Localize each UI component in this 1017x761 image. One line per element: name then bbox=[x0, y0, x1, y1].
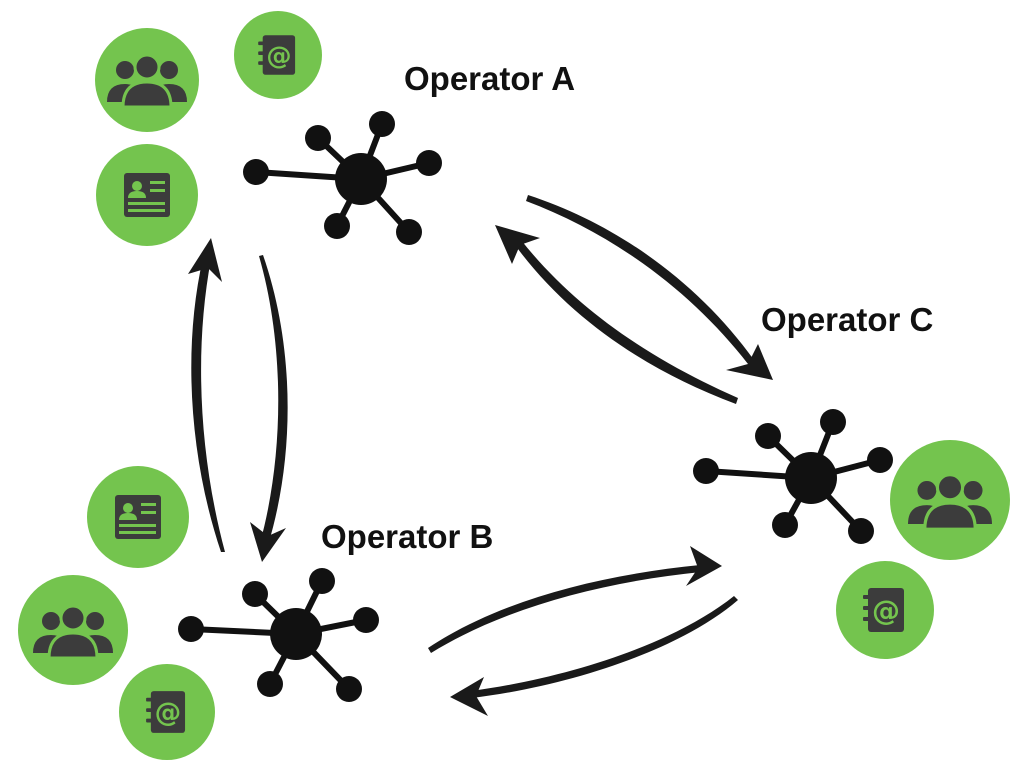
arrow-a-to-b bbox=[250, 255, 288, 562]
people-icon bbox=[18, 575, 128, 685]
operator-b-icons bbox=[18, 466, 215, 760]
arrow-b-to-a bbox=[188, 238, 225, 552]
id-card-icon bbox=[87, 466, 189, 568]
arrows bbox=[188, 195, 773, 716]
arrow-b-to-c bbox=[428, 546, 722, 653]
id-card-icon bbox=[96, 144, 198, 246]
operator-c-icons bbox=[836, 440, 1010, 659]
operator-b-label: Operator B bbox=[321, 518, 494, 555]
address-book-icon bbox=[836, 561, 934, 659]
operator-a-network-node bbox=[243, 111, 442, 245]
arrow-c-to-b bbox=[450, 596, 738, 716]
operator-a-label: Operator A bbox=[404, 60, 576, 97]
people-icon bbox=[890, 440, 1010, 560]
operator-c-network-node bbox=[693, 409, 893, 544]
operator-b-network-node bbox=[178, 568, 379, 702]
operator-c-label: Operator C bbox=[761, 301, 934, 338]
people-icon bbox=[95, 28, 199, 132]
address-book-icon bbox=[119, 664, 215, 760]
operator-a-icons bbox=[95, 11, 322, 246]
arrow-c-to-a bbox=[495, 225, 738, 404]
address-book-icon bbox=[234, 11, 322, 99]
arrow-a-to-c bbox=[526, 195, 773, 380]
